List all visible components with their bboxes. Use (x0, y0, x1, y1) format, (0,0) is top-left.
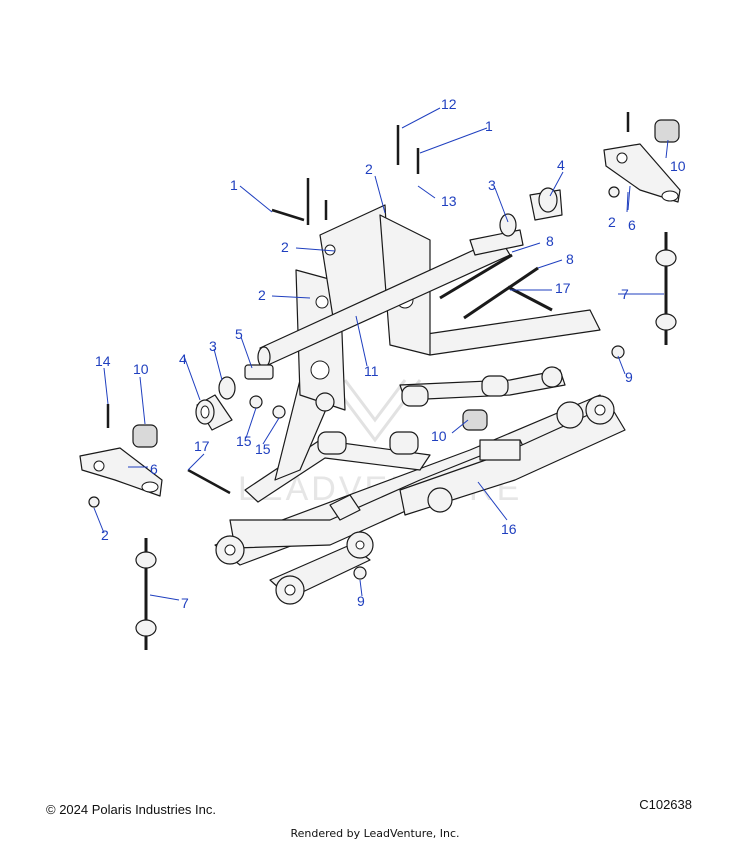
callout-10-right: 10 (670, 158, 686, 174)
callout-6-left: 6 (150, 461, 158, 477)
callout-2-mid: 2 (258, 287, 266, 303)
callout-2-lower: 2 (101, 527, 109, 543)
mount-brackets (79, 143, 681, 497)
callout-3-left: 3 (209, 338, 217, 354)
bump-stops (132, 119, 680, 448)
callout-13: 13 (441, 193, 457, 209)
callout-15-right: 15 (255, 441, 271, 457)
callout-9-right: 9 (625, 369, 633, 385)
callout-17-right: 17 (555, 280, 571, 296)
callout-17-left: 17 (194, 438, 210, 454)
callout-9-lower: 9 (357, 593, 365, 609)
callout-12: 12 (441, 96, 457, 112)
callout-11: 11 (364, 363, 379, 379)
stabilizer-links (135, 232, 677, 650)
diagram-id: C102638 (639, 797, 692, 812)
callout-2-right: 2 (608, 214, 616, 230)
callout-5: 5 (235, 326, 243, 342)
callout-10-left: 10 (133, 361, 149, 377)
upper-a-arm (244, 309, 601, 503)
callout-4-left: 4 (179, 351, 187, 367)
copyright-text: © 2024 Polaris Industries Inc. (46, 802, 216, 817)
leader-lines (93, 107, 669, 601)
callout-1-right: 1 (485, 118, 493, 134)
rendered-by-text: Rendered by LeadVenture, Inc. (290, 827, 460, 840)
callout-2-top: 2 (365, 161, 373, 177)
callout-8-lower: 8 (566, 251, 574, 267)
callout-7-right: 7 (621, 286, 629, 302)
callouts: 1 1 2 2 2 2 2 3 3 4 4 5 6 6 7 7 8 8 9 9 … (95, 96, 686, 611)
callout-1-left: 1 (230, 177, 238, 193)
callout-16: 16 (501, 521, 517, 537)
callout-15-left: 15 (236, 433, 252, 449)
callout-6-right: 6 (628, 217, 636, 233)
callout-10-center: 10 (431, 428, 447, 444)
long-bolts (439, 253, 553, 320)
bushings-left (195, 187, 563, 431)
callout-14: 14 (95, 353, 111, 369)
callout-2-upper: 2 (281, 239, 289, 255)
callout-4-right: 4 (557, 157, 565, 173)
callout-8-upper: 8 (546, 233, 554, 249)
callout-3-right: 3 (488, 177, 496, 193)
callout-7-left: 7 (181, 595, 189, 611)
fasteners (88, 112, 630, 580)
